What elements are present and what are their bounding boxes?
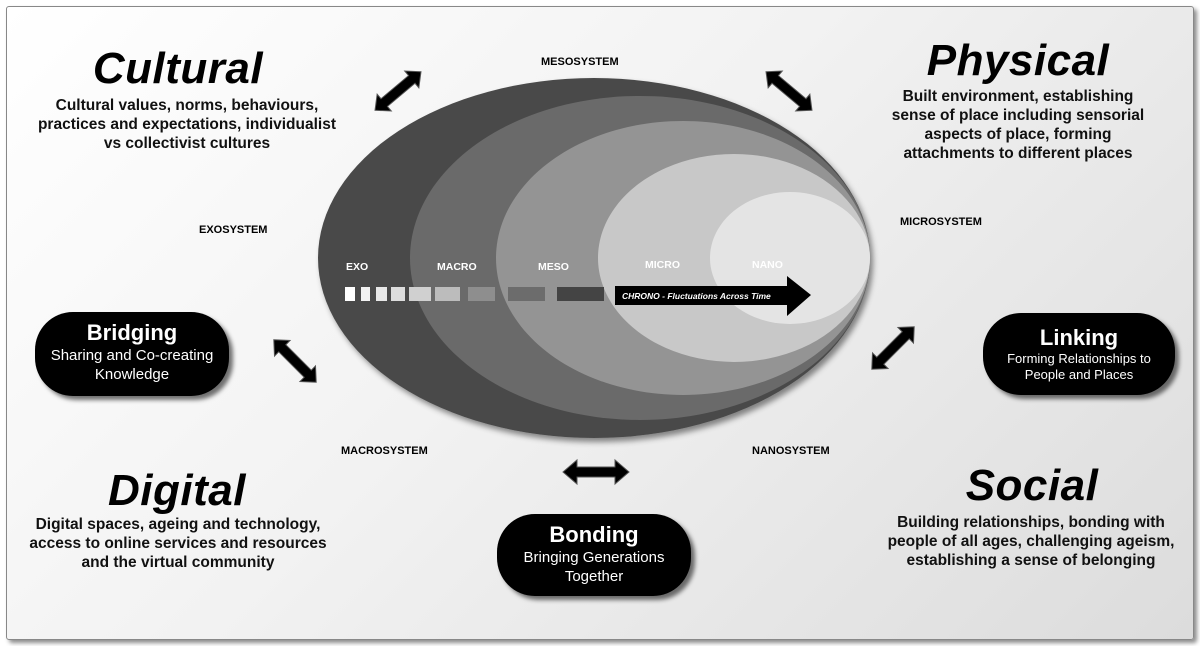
- physical-line: aspects of place, forming: [924, 126, 1112, 143]
- bridging-line: Sharing and Co-creating: [50, 347, 214, 364]
- double-arrow-icon: [765, 70, 813, 112]
- cultural-description: Cultural values, norms, behaviours, prac…: [22, 96, 352, 153]
- social-line: establishing a sense of belonging: [906, 552, 1156, 569]
- system-label-nanosystem: NANOSYSTEM: [752, 445, 830, 457]
- digital-line: access to online services and resources: [29, 535, 327, 552]
- chrono-dashes: [345, 287, 604, 301]
- bridging-line: Knowledge: [94, 366, 170, 383]
- digital-line: Digital spaces, ageing and technology,: [35, 516, 321, 533]
- cultural-line: practices and expectations, individualis…: [37, 116, 337, 133]
- digital-description: Digital spaces, ageing and technology, a…: [14, 515, 342, 572]
- social-line: people of all ages, challenging ageism,: [887, 533, 1175, 550]
- system-label-microsystem: MICROSYSTEM: [900, 216, 982, 228]
- level-label-macro: MACRO: [437, 261, 477, 273]
- system-label-mesosystem: MESOSYSTEM: [541, 56, 619, 68]
- bridging-pill: Bridging Sharing and Co-creating Knowled…: [35, 312, 229, 396]
- linking-line: Forming Relationships to: [1007, 351, 1151, 366]
- system-label-exosystem: EXOSYSTEM: [199, 224, 268, 236]
- cultural-title: Cultural: [92, 44, 264, 93]
- linking-title: Linking: [1039, 325, 1119, 350]
- double-arrow-icon: [562, 458, 630, 486]
- cultural-line: vs collectivist cultures: [103, 135, 271, 152]
- social-title: Social: [965, 461, 1099, 510]
- bonding-line: Together: [564, 568, 624, 585]
- chrono-arrow: [615, 276, 811, 316]
- level-label-exo: EXO: [346, 261, 368, 273]
- bonding-line: Bringing Generations: [523, 549, 665, 566]
- bonding-title: Bonding: [549, 522, 639, 547]
- double-arrow-icon: [273, 339, 317, 383]
- physical-line: Built environment, establishing: [902, 88, 1134, 105]
- double-arrow-icon: [871, 326, 915, 370]
- double-arrow-icon: [374, 70, 422, 112]
- digital-title: Digital: [108, 466, 246, 515]
- linking-line: People and Places: [1024, 367, 1134, 382]
- chrono-label: CHRONO - Fluctuations Across Time: [622, 291, 771, 301]
- physical-title: Physical: [926, 36, 1110, 85]
- physical-description: Built environment, establishing sense of…: [868, 87, 1168, 163]
- bonding-pill: Bonding Bringing Generations Together: [497, 514, 691, 596]
- cultural-line: Cultural values, norms, behaviours,: [55, 97, 319, 114]
- social-description: Building relationships, bonding with peo…: [872, 513, 1190, 570]
- digital-line: and the virtual community: [81, 554, 275, 571]
- physical-line: attachments to different places: [903, 145, 1133, 162]
- level-label-meso: MESO: [538, 261, 569, 273]
- physical-line: sense of place including sensorial: [891, 107, 1145, 124]
- linking-pill: Linking Forming Relationships to People …: [983, 313, 1175, 395]
- bridging-title: Bridging: [86, 320, 178, 345]
- level-label-micro: MICRO: [645, 259, 680, 271]
- social-line: Building relationships, bonding with: [897, 514, 1165, 531]
- level-label-nano: NANO: [752, 259, 783, 271]
- system-label-macrosystem: MACROSYSTEM: [341, 445, 428, 457]
